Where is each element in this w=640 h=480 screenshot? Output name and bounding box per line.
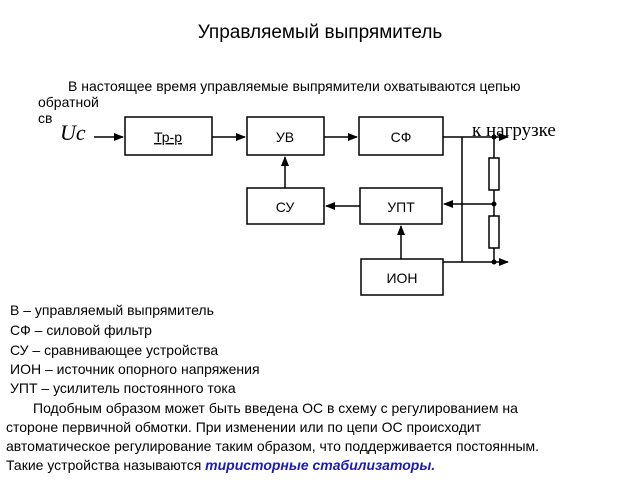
rectifier-block-diagram: Uc Тр-р УВ СФ к нагрузке УПТ xyxy=(60,116,556,296)
controlled-rectifier-block: УВ xyxy=(246,116,325,156)
legend-item: УПТ – усилитель постоянного тока xyxy=(10,380,236,396)
resistor-upper xyxy=(488,157,500,191)
sf-label: СФ xyxy=(391,129,412,145)
paragraph-line-2: стороне первичной обмотки. При изменении… xyxy=(6,419,482,435)
paragraph-line-1: Подобным образом может быть введена ОС в… xyxy=(33,400,518,416)
paragraph-line-4: Такие устройства называются тиристорные … xyxy=(6,457,435,473)
intro-line-2: обратной xyxy=(38,94,99,110)
legend-item: ИОН – источник опорного напряжения xyxy=(10,361,260,377)
paragraph-line-4-text: Такие устройства называются xyxy=(6,457,206,473)
su-label: СУ xyxy=(276,199,295,215)
reference-source-block: ИОН xyxy=(360,258,444,296)
voltage-divider xyxy=(488,134,500,265)
input-voltage-label: Uc xyxy=(60,120,86,145)
transformer-label: Тр-р xyxy=(154,129,182,145)
intro-line-3: св xyxy=(38,110,53,126)
load-label: к нагрузке xyxy=(472,120,556,141)
emphasis-term: тиристорные стабилизаторы. xyxy=(205,457,436,473)
paragraph-line-3: автоматическое регулирование таким образ… xyxy=(6,438,540,454)
ion-label: ИОН xyxy=(386,270,417,286)
intro-line-1: В настоящее время управляемые выпрямител… xyxy=(68,78,521,94)
comparator-block: СУ xyxy=(246,187,325,225)
legend-item: СУ – сравнивающее устройства xyxy=(10,342,219,358)
legend-item: СФ – силовой фильтр xyxy=(10,322,152,338)
uv-label: УВ xyxy=(276,129,294,145)
upt-label: УПТ xyxy=(387,199,415,215)
power-filter-block: СФ xyxy=(358,116,444,156)
dc-amplifier-block: УПТ xyxy=(359,187,443,225)
legend-item: В – управляемый выпрямитель xyxy=(10,302,214,318)
transformer-block: Тр-р xyxy=(124,116,213,156)
resistor-lower xyxy=(488,215,500,249)
page-title: Управляемый выпрямитель xyxy=(197,22,443,43)
